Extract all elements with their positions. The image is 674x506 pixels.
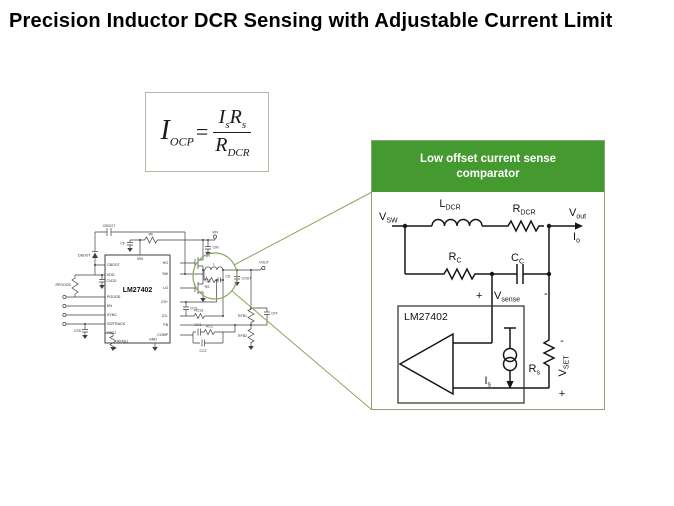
svg-text:CS: CS (226, 275, 232, 279)
svg-text:Q2: Q2 (206, 279, 211, 283)
svg-text:VSET: VSET (557, 355, 571, 377)
detail-header-line1: Low offset current sense (419, 152, 557, 165)
svg-text:CFF: CFF (271, 312, 278, 316)
svg-text:RC1: RC1 (206, 325, 213, 329)
svg-text:SS/TRACK: SS/TRACK (107, 322, 126, 326)
fraction-denominator: RDCR (215, 133, 250, 159)
svg-text:Vout: Vout (569, 207, 586, 221)
svg-text:DBOOT: DBOOT (78, 254, 91, 258)
svg-text:CBOOT: CBOOT (103, 224, 116, 228)
svg-text:Rs: Rs (529, 363, 541, 377)
svg-text:CBOOT: CBOOT (107, 263, 121, 267)
page-title: Precision Inductor DCR Sensing with Adju… (9, 10, 613, 32)
svg-text:+: + (476, 290, 482, 302)
application-schematic: LM27402 CBOOT VDD PGOOD EN SYNC SS/TRACK… (55, 224, 278, 353)
svg-text:PGOOD: PGOOD (107, 295, 121, 299)
svg-text:CS+: CS+ (161, 300, 168, 304)
svg-text:COUT: COUT (242, 277, 253, 281)
svg-text:RDCR: RDCR (512, 203, 535, 217)
svg-text:CC: CC (511, 252, 524, 266)
svg-text:SW: SW (162, 272, 168, 276)
svg-text:RPGOOD: RPGOOD (55, 283, 71, 287)
svg-text:SYNC: SYNC (107, 313, 117, 317)
detail-labels: VSW LDCR RDCR Vout Io RC CC + Vsense - I… (379, 198, 586, 400)
svg-text:Vsense: Vsense (494, 290, 520, 304)
detail-circuit: LM27402 VSW LDCR RDCR Vout Io RC CC + Vs… (379, 198, 586, 404)
detail-chip-label: LM27402 (404, 311, 448, 323)
svg-text:VIN: VIN (137, 257, 143, 261)
detail-wires (392, 218, 583, 389)
ic-label: LM27402 (123, 287, 153, 294)
formula-lhs: IOCP (160, 114, 194, 149)
svg-text:-: - (544, 288, 548, 300)
svg-text:CVDD: CVDD (107, 279, 117, 283)
svg-text:+: + (559, 388, 565, 400)
svg-text:-: - (560, 335, 564, 347)
formula-box: IOCP = IsRs RDCR (145, 92, 269, 172)
svg-text:VSW: VSW (379, 211, 398, 225)
svg-text:CF: CF (120, 242, 125, 246)
svg-text:RF: RF (149, 233, 154, 237)
svg-text:CS-: CS- (162, 314, 169, 318)
equals-sign: = (195, 119, 209, 144)
svg-text:L: L (213, 263, 215, 267)
svg-text:CSS: CSS (74, 329, 82, 333)
svg-text:LDCR: LDCR (439, 198, 460, 212)
svg-text:Io: Io (573, 231, 580, 245)
detail-box: Low offset current sense comparator (371, 140, 605, 410)
detail-header-line2: comparator (456, 167, 520, 180)
ic-pin-labels: CBOOT VDD PGOOD EN SYNC SS/TRACK FADJ HG… (107, 257, 169, 342)
svg-text:HG: HG (163, 261, 169, 265)
ic-lm27402 (104, 254, 171, 344)
svg-text:CC1: CC1 (194, 323, 201, 327)
svg-text:VOUT: VOUT (259, 261, 270, 265)
svg-text:EN: EN (107, 304, 112, 308)
fraction-bar (213, 131, 252, 133)
formula-fraction: IsRs RDCR (211, 106, 253, 159)
svg-text:RFB2: RFB2 (238, 334, 247, 338)
svg-text:RS: RS (205, 285, 211, 289)
comparator-block (397, 305, 525, 404)
svg-text:CC2: CC2 (199, 349, 206, 353)
svg-text:RC: RC (448, 251, 461, 265)
svg-text:VIN: VIN (212, 231, 218, 235)
svg-text:CIN: CIN (213, 246, 220, 250)
fraction-numerator: IsRs (218, 105, 247, 131)
svg-text:Q1: Q1 (206, 254, 211, 258)
svg-text:GND: GND (149, 338, 157, 342)
svg-text:FADJ: FADJ (107, 331, 116, 335)
svg-text:RCS1: RCS1 (194, 309, 203, 313)
svg-text:CCS: CCS (190, 307, 198, 311)
svg-text:RFADJ: RFADJ (117, 340, 128, 344)
svg-text:Is: Is (484, 375, 491, 389)
svg-text:VDD: VDD (107, 273, 115, 277)
svg-text:FB: FB (163, 323, 168, 327)
comparator-triangle (398, 332, 454, 396)
svg-text:LG: LG (163, 286, 168, 290)
svg-text:RFB1: RFB1 (238, 314, 247, 318)
svg-text:COMP: COMP (157, 333, 168, 337)
detail-header: Low offset current sense comparator (372, 141, 604, 192)
